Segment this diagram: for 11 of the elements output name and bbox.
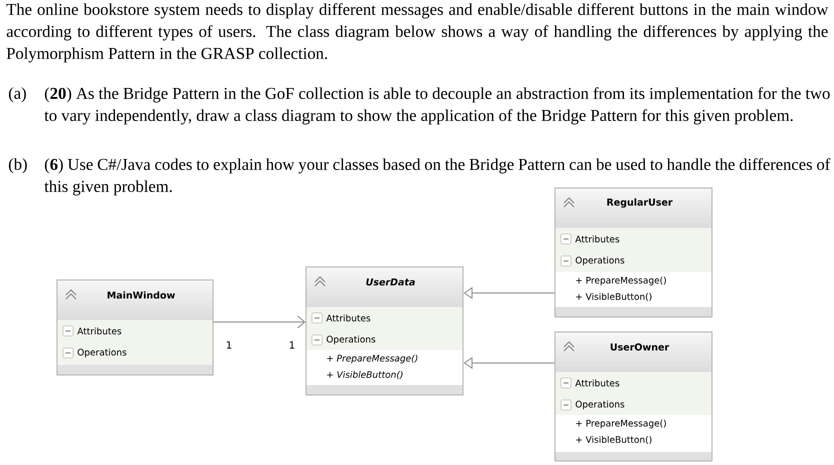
class-box: RegularUser Attributes Operations + PrepareMessage() + VisibleButton() <box>554 188 712 318</box>
class-box: UserOwner Attributes Operations + PrepareMessage() + VisibleButton() <box>554 331 712 462</box>
paragraph: (b) <box>8 158 27 174</box>
class-box: UserData Attributes Operations + PrepareMessage() + VisibleButton() <box>306 266 464 396</box>
class-box: MainWindow Attributes Operations <box>56 280 214 376</box>
paragraph: (a) <box>8 87 26 102</box>
paragraph: (20) As the Bridge Pattern in the GoF collection is able to decouple an abstraction from its implementation for the two to vary independently, draw a class diagram to show the application of the Bridge Pattern for this given problem. <box>44 87 830 124</box>
arrow <box>213 316 306 328</box>
multiplicity-label: 1 <box>226 341 232 349</box>
paragraph: The online bookstore system needs to display different messages and enable/disable different buttons in the main window according to different types of users. The class diagram below shows a way of handling the differences by applying the Polymorphism Pattern in the GRASP collection. <box>6 3 828 62</box>
multiplicity-label: 1 <box>290 341 294 349</box>
